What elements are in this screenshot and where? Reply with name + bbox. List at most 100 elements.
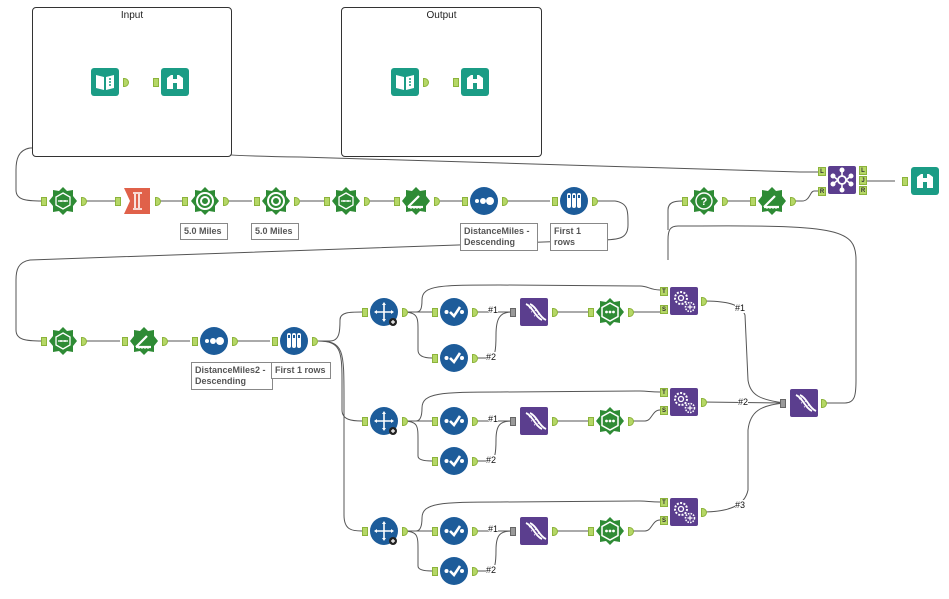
input-anchor[interactable] [432, 417, 438, 426]
input-anchor[interactable] [432, 308, 438, 317]
output-anchor[interactable] [434, 197, 440, 206]
batch-input-anchor[interactable]: S [660, 305, 668, 314]
output-anchor[interactable] [552, 527, 558, 536]
output-anchor[interactable] [294, 197, 300, 206]
output-anchor[interactable] [232, 337, 238, 346]
container-output[interactable]: Output [341, 7, 542, 157]
output-anchor[interactable] [701, 297, 707, 306]
union-tool[interactable] [789, 388, 819, 418]
output-anchor[interactable] [402, 417, 408, 426]
output-anchor[interactable] [628, 417, 634, 426]
join-tool[interactable] [827, 165, 857, 195]
browse-tool[interactable] [460, 67, 490, 97]
input-anchor[interactable] [362, 527, 368, 536]
buffer-tool[interactable] [190, 186, 220, 216]
input-anchor[interactable] [122, 337, 128, 346]
input-anchor[interactable] [41, 197, 47, 206]
input-anchor[interactable] [41, 337, 47, 346]
spatial-info-tool[interactable] [331, 186, 361, 216]
filter-tool[interactable] [439, 556, 469, 586]
union-tool[interactable] [519, 297, 549, 327]
output-anchor[interactable] [628, 527, 634, 536]
output-anchor[interactable] [722, 197, 728, 206]
find-replace-tool[interactable] [689, 186, 719, 216]
output-anchor[interactable] [701, 508, 707, 517]
buffer-tool[interactable] [261, 186, 291, 216]
input-anchor[interactable] [510, 308, 516, 317]
join-left-anchor[interactable]: L [818, 167, 826, 176]
output-anchor[interactable] [162, 337, 168, 346]
batch-input-anchor[interactable]: S [660, 406, 668, 415]
filter-tool[interactable] [439, 516, 469, 546]
input-anchor[interactable] [432, 527, 438, 536]
input-anchor[interactable] [902, 177, 908, 186]
dynamic-input-tool[interactable] [369, 406, 399, 436]
union-tool[interactable] [519, 406, 549, 436]
union-tool[interactable] [519, 516, 549, 546]
input-anchor[interactable] [192, 337, 198, 346]
output-anchor[interactable] [123, 78, 129, 87]
input-anchor[interactable] [588, 417, 594, 426]
input-data-tool[interactable] [90, 67, 120, 97]
batch-macro-tool[interactable] [669, 286, 699, 316]
output-anchor[interactable] [552, 417, 558, 426]
sort-tool[interactable] [199, 326, 229, 356]
batch-control-anchor[interactable]: T [660, 388, 668, 397]
output-anchor[interactable] [592, 197, 598, 206]
record-id-tool[interactable] [122, 186, 152, 216]
spatial-info-tool[interactable] [48, 186, 78, 216]
container-input[interactable]: Input [32, 7, 232, 157]
batch-control-anchor[interactable]: T [660, 287, 668, 296]
input-anchor[interactable] [254, 197, 260, 206]
input-anchor[interactable] [432, 354, 438, 363]
input-anchor[interactable] [272, 337, 278, 346]
batch-input-anchor[interactable]: S [660, 516, 668, 525]
batch-macro-tool[interactable] [669, 387, 699, 417]
input-anchor[interactable] [462, 197, 468, 206]
join-right-anchor[interactable]: R [818, 187, 826, 196]
distance-tool[interactable] [757, 186, 787, 216]
join-output-join-anchor[interactable]: J [859, 176, 867, 185]
input-anchor[interactable] [453, 78, 459, 87]
output-anchor[interactable] [81, 197, 87, 206]
browse-tool[interactable] [910, 166, 940, 196]
output-anchor[interactable] [402, 527, 408, 536]
input-anchor[interactable] [182, 197, 188, 206]
input-anchor[interactable] [394, 197, 400, 206]
output-anchor[interactable] [472, 567, 478, 576]
output-anchor[interactable] [502, 197, 508, 206]
summarize-tool[interactable] [595, 297, 625, 327]
output-anchor[interactable] [821, 399, 827, 408]
input-anchor[interactable] [780, 399, 786, 408]
filter-tool[interactable] [439, 343, 469, 373]
batch-macro-tool[interactable] [669, 497, 699, 527]
input-anchor[interactable] [682, 197, 688, 206]
input-anchor[interactable] [750, 197, 756, 206]
filter-tool[interactable] [439, 446, 469, 476]
output-anchor[interactable] [402, 308, 408, 317]
sort-tool[interactable] [469, 186, 499, 216]
output-anchor[interactable] [472, 457, 478, 466]
output-anchor[interactable] [628, 308, 634, 317]
input-anchor[interactable] [510, 417, 516, 426]
filter-tool[interactable] [439, 406, 469, 436]
output-anchor[interactable] [472, 308, 478, 317]
distance-tool[interactable] [129, 326, 159, 356]
input-anchor[interactable] [588, 308, 594, 317]
output-anchor[interactable] [472, 354, 478, 363]
output-anchor[interactable] [552, 308, 558, 317]
distance-tool[interactable] [401, 186, 431, 216]
output-anchor[interactable] [790, 197, 796, 206]
input-anchor[interactable] [510, 527, 516, 536]
input-anchor[interactable] [432, 567, 438, 576]
output-anchor[interactable] [423, 78, 429, 87]
join-output-left-anchor[interactable]: L [859, 166, 867, 175]
input-anchor[interactable] [362, 308, 368, 317]
output-anchor[interactable] [312, 337, 318, 346]
summarize-tool[interactable] [595, 406, 625, 436]
input-anchor[interactable] [588, 527, 594, 536]
batch-control-anchor[interactable]: T [660, 498, 668, 507]
dynamic-input-tool[interactable] [369, 516, 399, 546]
output-anchor[interactable] [223, 197, 229, 206]
input-anchor[interactable] [324, 197, 330, 206]
